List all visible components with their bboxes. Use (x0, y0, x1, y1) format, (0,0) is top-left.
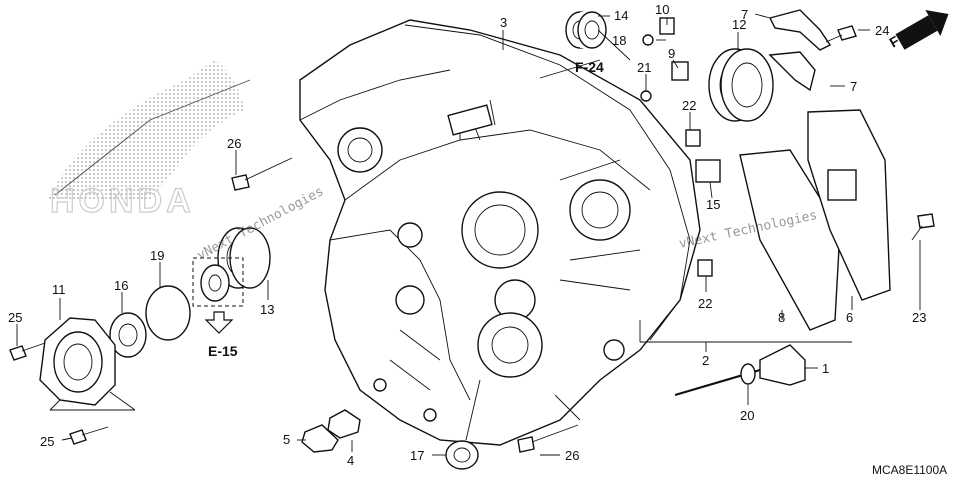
callout-7-upper: 7 (741, 7, 748, 22)
callout-20: 20 (740, 408, 754, 423)
callout-18: 18 (612, 33, 626, 48)
ref-e15: E-15 (208, 343, 238, 359)
callout-1: 1 (822, 361, 829, 376)
dowel-22-upper (685, 129, 701, 147)
ref-f24: F-24 (575, 59, 604, 75)
callout-26-upper: 26 (227, 136, 241, 151)
callout-23: 23 (912, 310, 926, 325)
callout-13: 13 (260, 302, 274, 317)
callout-15: 15 (706, 197, 720, 212)
callout-7-lower: 7 (850, 79, 857, 94)
callout-24: 24 (875, 23, 889, 38)
housing-11 (39, 317, 116, 406)
bolt-25-lower (69, 426, 109, 445)
needle-bearing-15 (695, 159, 721, 183)
o-ring-20 (740, 363, 756, 385)
callout-14: 14 (614, 8, 628, 23)
plate-5 (301, 424, 339, 453)
callout-17: 17 (410, 448, 424, 463)
bolt-24 (825, 25, 857, 43)
transmission-case (299, 19, 701, 446)
leader-lines (16, 13, 921, 456)
callout-21: 21 (637, 60, 651, 75)
callout-11: 11 (52, 282, 66, 297)
cover-6 (807, 109, 891, 301)
callout-26-lower: 26 (565, 448, 579, 463)
callout-6: 6 (846, 310, 853, 325)
seal-17 (445, 440, 479, 470)
washer-21 (640, 90, 652, 102)
bolt-26-lower (517, 424, 579, 453)
case-gasket (404, 24, 691, 341)
callout-5: 5 (283, 432, 290, 447)
bolt-25-upper (9, 342, 46, 361)
callout-19: 19 (150, 248, 164, 263)
callout-9: 9 (668, 46, 675, 61)
seal-4 (327, 409, 361, 439)
callout-2: 2 (702, 353, 709, 368)
logo-text: HONDA (50, 182, 195, 220)
dowel-22-lower (697, 259, 713, 277)
pin-9 (671, 61, 689, 81)
front-direction-arrow (895, 10, 949, 50)
callout-16: 16 (114, 278, 128, 293)
callout-22-upper: 22 (682, 98, 696, 113)
clamp-7-lower (768, 51, 816, 92)
callout-25-upper: 25 (8, 310, 22, 325)
oil-seal-16 (109, 312, 147, 358)
bearing-12 (708, 48, 774, 122)
callout-22-lower: 22 (698, 296, 712, 311)
circlip-19 (145, 285, 191, 341)
callout-8: 8 (778, 310, 785, 325)
bolt-26-upper (231, 157, 293, 191)
gasket-8 (739, 149, 841, 331)
honda-wing-logo: HONDA (48, 60, 251, 221)
bearing-14 (565, 11, 607, 49)
callout-3: 3 (500, 15, 507, 30)
callout-25-lower: 25 (40, 434, 54, 449)
washer-18 (642, 34, 654, 46)
callout-10: 10 (655, 2, 669, 17)
sensor-1 (674, 344, 806, 397)
callout-4: 4 (347, 453, 354, 468)
cover-6-boss (827, 169, 857, 201)
clamp-7-upper (768, 9, 832, 51)
bolt-23 (911, 213, 935, 241)
e15-reference-arrow (204, 311, 234, 334)
shaft-assembly-e15 (192, 257, 244, 307)
diagram-code: MCA8E1100A (872, 463, 947, 477)
callout-12: 12 (732, 17, 746, 32)
